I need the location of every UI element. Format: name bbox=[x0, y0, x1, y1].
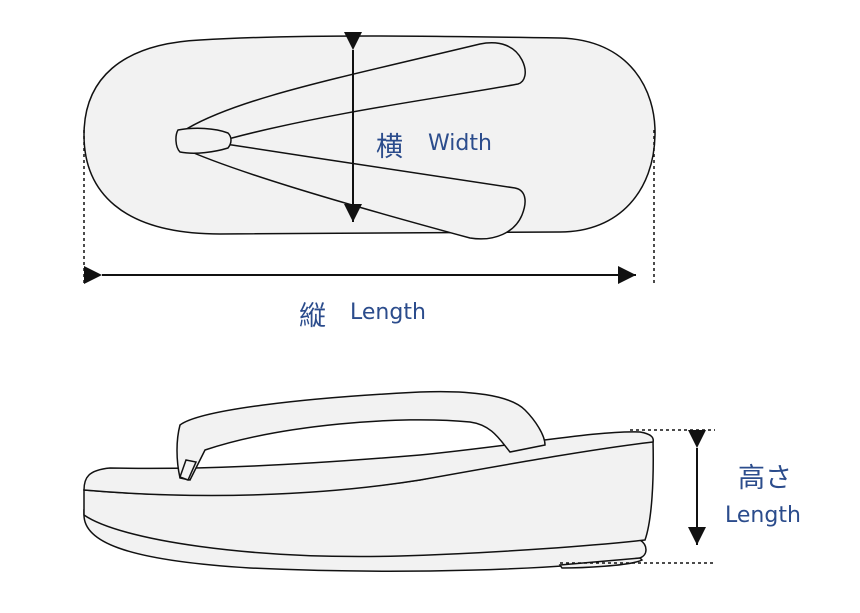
width-label-jp: 横 bbox=[376, 132, 403, 163]
length-label-jp: 縦 bbox=[299, 301, 326, 332]
sandal-side-strap bbox=[176, 390, 546, 481]
sandal-side-sole bbox=[83, 431, 654, 572]
width-label-en: Width bbox=[428, 131, 492, 156]
height-label-en: Length bbox=[725, 503, 801, 528]
height-label-jp: 高さ bbox=[738, 463, 792, 494]
length-label-en: Length bbox=[350, 300, 426, 325]
